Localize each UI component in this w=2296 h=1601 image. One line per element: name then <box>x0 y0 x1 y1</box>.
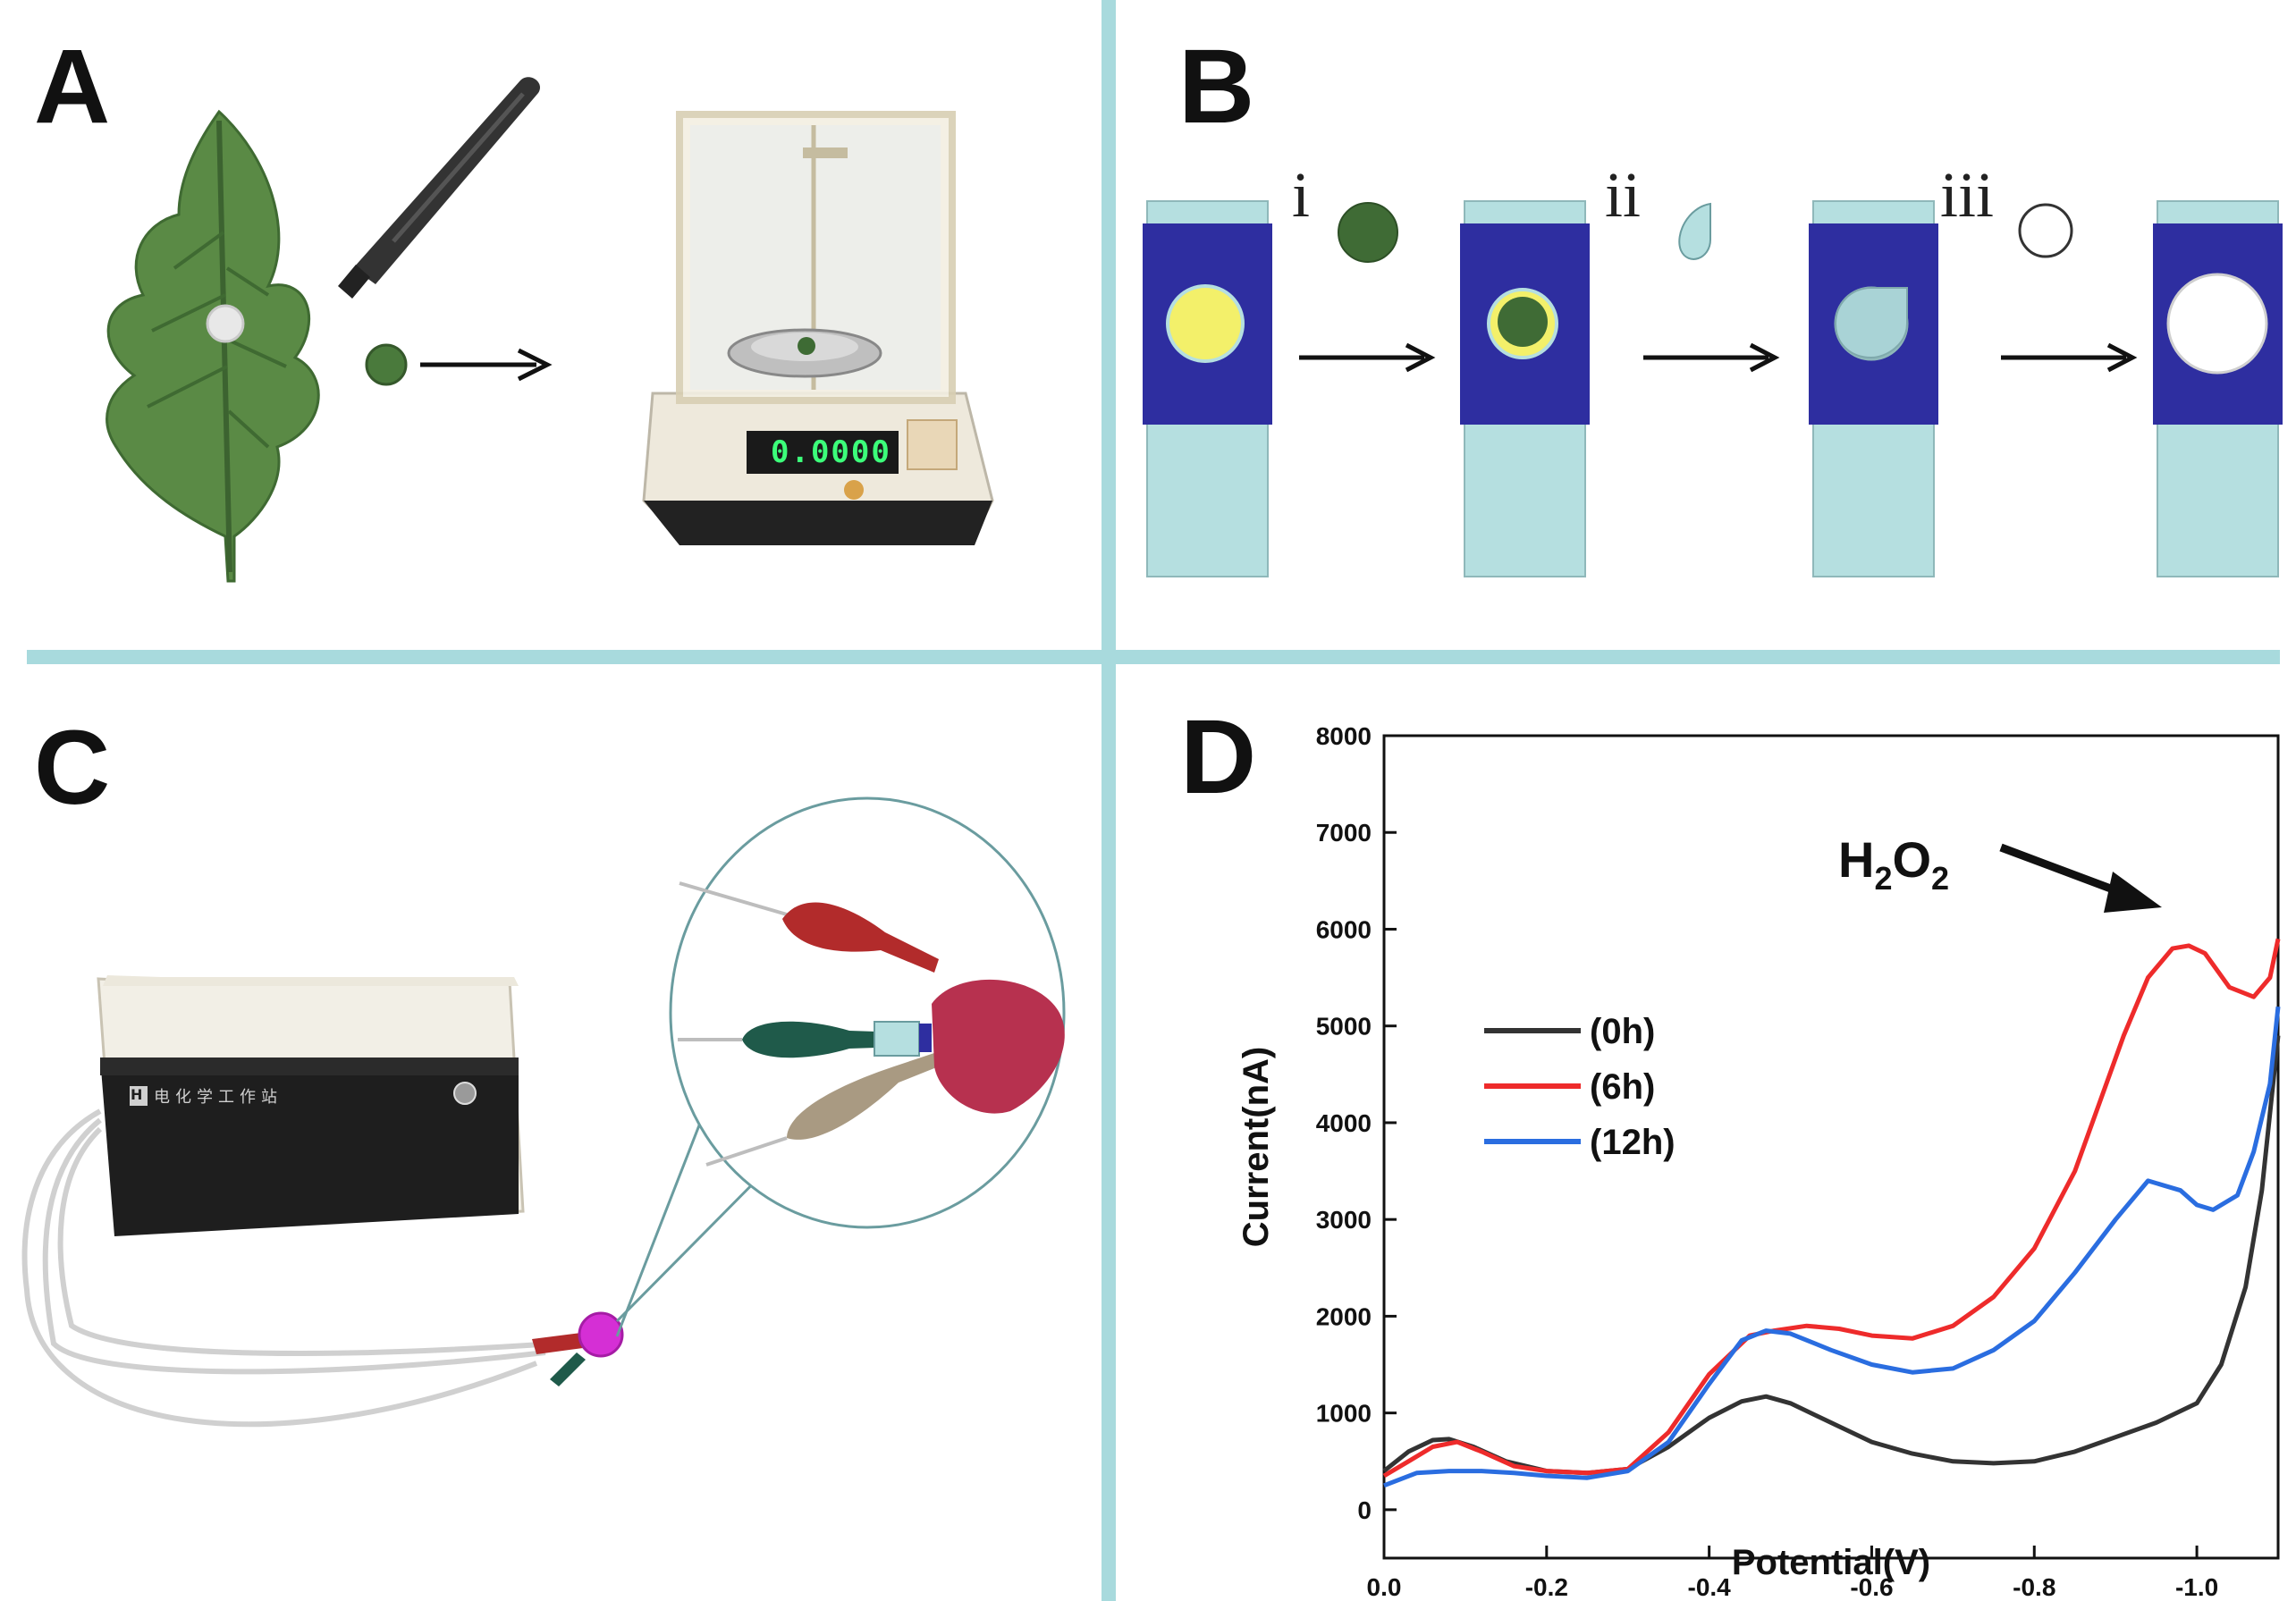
step-label-ii: ii <box>1605 159 1642 231</box>
legend-label: (0h) <box>1590 1012 1655 1051</box>
electrode-1 <box>1143 200 1272 577</box>
x-axis-label: Potential(V) <box>1732 1543 1930 1582</box>
panel-letter-a: A <box>34 28 111 146</box>
zoom-detail <box>669 796 1066 1229</box>
panel-letter-c: C <box>34 709 111 827</box>
x-tick-label: -0.2 <box>1525 1573 1568 1601</box>
electrode-3 <box>1809 200 1938 577</box>
device-label: 电化学工作站 <box>154 1088 283 1107</box>
arrow-b2 <box>1643 342 1780 373</box>
annotation-arrow <box>1999 843 2162 913</box>
step-label-iii: iii <box>1940 159 1995 231</box>
y-tick-label: 2000 <box>1316 1302 1372 1330</box>
panel-b-electrode-steps <box>1143 200 2283 577</box>
x-tick-label: -1.0 <box>2175 1573 2218 1601</box>
hole-punch-icon <box>338 77 540 299</box>
series-line <box>1382 938 2281 1479</box>
electrode-4 <box>2153 200 2283 577</box>
arrow-b3 <box>2001 342 2138 373</box>
arrow-a <box>420 348 553 382</box>
y-tick-label: 6000 <box>1316 915 1372 943</box>
y-tick-label: 4000 <box>1316 1109 1372 1137</box>
analytical-balance <box>642 111 994 545</box>
plot-frame <box>1382 734 2280 1560</box>
y-axis-label: Current(nA) <box>1237 1047 1276 1247</box>
panel-a-illustration <box>106 77 994 583</box>
leaf-disc-icon <box>365 343 408 386</box>
h2o2-annotation: H2O2 <box>1838 831 1949 897</box>
panel-letter-d: D <box>1180 698 1257 816</box>
arrow-b1 <box>1299 342 1436 373</box>
y-tick-label: 7000 <box>1316 819 1372 847</box>
leaf-image <box>106 109 320 583</box>
x-tick-label: 0.0 <box>1367 1573 1402 1601</box>
electrochemical-workstation <box>97 975 525 1236</box>
device-brand: H <box>131 1086 143 1103</box>
panel-letter-b: B <box>1178 28 1255 146</box>
legend-label: (12h) <box>1590 1123 1676 1162</box>
balance-reading: 0.0000 <box>771 434 891 470</box>
horizontal-divider <box>27 650 2280 664</box>
leaf-disc-small-icon <box>1338 202 1398 263</box>
y-tick-label: 3000 <box>1316 1206 1372 1234</box>
clip-cluster <box>532 1311 624 1386</box>
x-tick-label: -0.8 <box>2013 1573 2055 1601</box>
legend-label: (6h) <box>1590 1067 1655 1107</box>
legend: (0h) (6h) (12h) <box>1484 1012 1676 1162</box>
x-tick-label: -0.4 <box>1688 1573 1732 1601</box>
droplet-icon <box>1678 202 1711 260</box>
series-line <box>1383 1006 2281 1488</box>
y-tick-label: 8000 <box>1316 722 1372 750</box>
vertical-divider <box>1102 0 1116 1601</box>
step-label-i: i <box>1292 159 1311 231</box>
panel-c-illustration <box>21 796 1066 1428</box>
x-tick-label: -0.6 <box>1850 1573 1893 1601</box>
ring-icon <box>2018 203 2073 258</box>
y-tick-label: 1000 <box>1316 1400 1372 1428</box>
cv-chart: 0.0 -0.2 -0.4 -0.6 -0.8 -1.0 0 1000 2000 3000 400… <box>1237 722 2281 1601</box>
y-tick-label: 5000 <box>1316 1013 1372 1041</box>
cables <box>21 1108 555 1428</box>
series-line <box>1382 1035 2281 1476</box>
y-tick-label: 0 <box>1357 1496 1372 1524</box>
electrode-2 <box>1460 200 1590 577</box>
